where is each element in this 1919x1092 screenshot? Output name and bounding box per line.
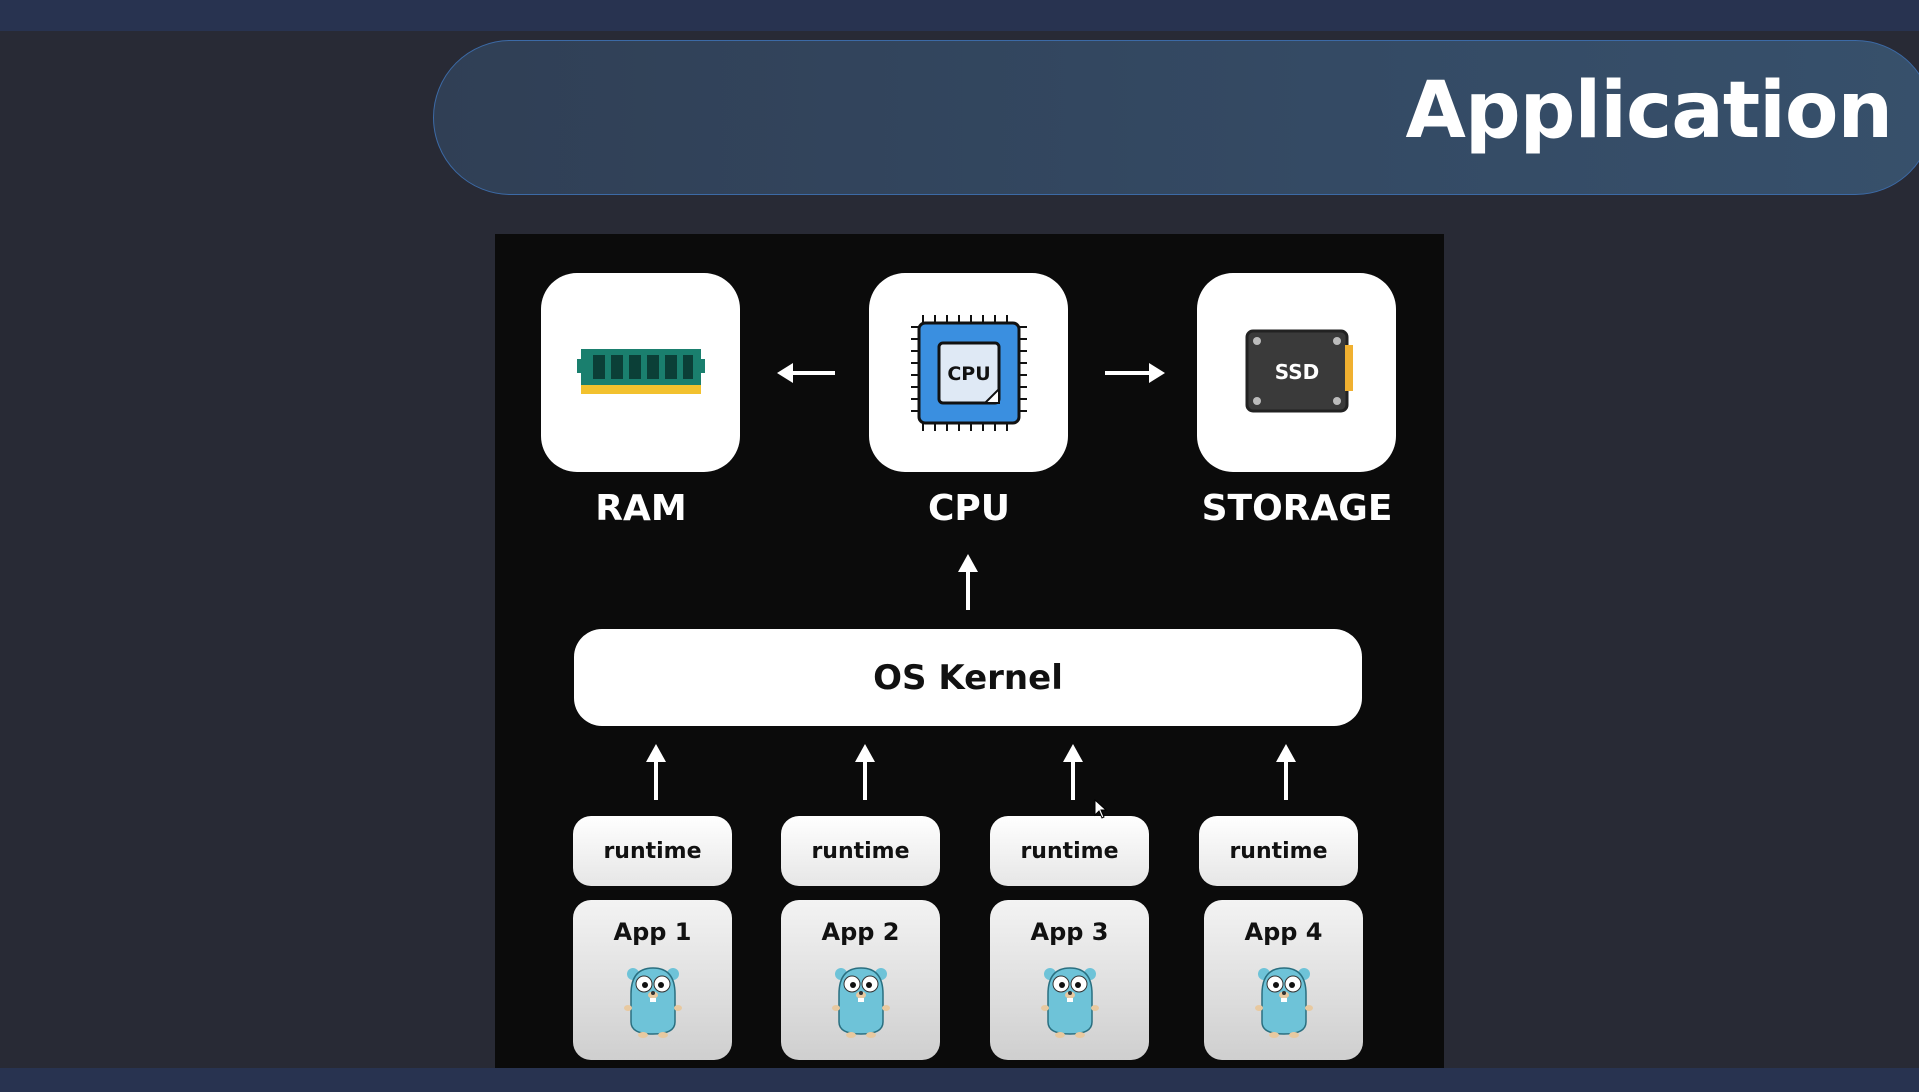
app-box-4: App 4 — [1204, 900, 1363, 1060]
arrow-right-icon — [1105, 363, 1165, 383]
cpu-icon: CPU — [911, 315, 1027, 431]
arrow-up-icon — [855, 744, 875, 800]
architecture-diagram: RAM — [495, 234, 1444, 1068]
arrow-up-icon — [1063, 744, 1083, 800]
runtime-box-4: runtime — [1199, 816, 1358, 886]
ssd-chip-text: SSD — [1275, 360, 1320, 384]
arrow-up-icon — [958, 554, 978, 610]
arrow-up-icon — [1276, 744, 1296, 800]
mouse-cursor-icon — [1094, 799, 1108, 819]
cpu-chip-text: CPU — [947, 363, 990, 385]
storage-label: STORAGE — [1201, 488, 1393, 529]
gopher-icon — [1041, 967, 1099, 1038]
cpu-box: CPU — [869, 273, 1068, 472]
app-box-2: App 2 — [781, 900, 940, 1060]
runtime-box-3: runtime — [990, 816, 1149, 886]
title-banner — [433, 40, 1919, 195]
ram-label: RAM — [595, 488, 687, 529]
arrow-left-icon — [777, 363, 835, 383]
os-kernel-box: OS Kernel — [574, 629, 1362, 726]
ram-box — [541, 273, 740, 472]
cpu-label: CPU — [927, 488, 1011, 529]
gopher-icon — [624, 967, 682, 1038]
app-label-4: App 4 — [1244, 918, 1323, 946]
ram-icon — [577, 349, 705, 394]
ssd-icon: SSD — [1245, 329, 1353, 413]
bottom-bar — [0, 1068, 1919, 1092]
app-label-1: App 1 — [613, 918, 692, 946]
page-title: Application — [1405, 66, 1893, 156]
top-bar — [0, 0, 1919, 31]
storage-box: SSD — [1197, 273, 1396, 472]
app-box-3: App 3 — [990, 900, 1149, 1060]
app-box-1: App 1 — [573, 900, 732, 1060]
runtime-box-1: runtime — [573, 816, 732, 886]
runtime-box-2: runtime — [781, 816, 940, 886]
gopher-icon — [1255, 967, 1313, 1038]
gopher-icon — [832, 967, 890, 1038]
app-label-3: App 3 — [1030, 918, 1109, 946]
app-label-2: App 2 — [821, 918, 900, 946]
arrow-up-icon — [646, 744, 666, 800]
